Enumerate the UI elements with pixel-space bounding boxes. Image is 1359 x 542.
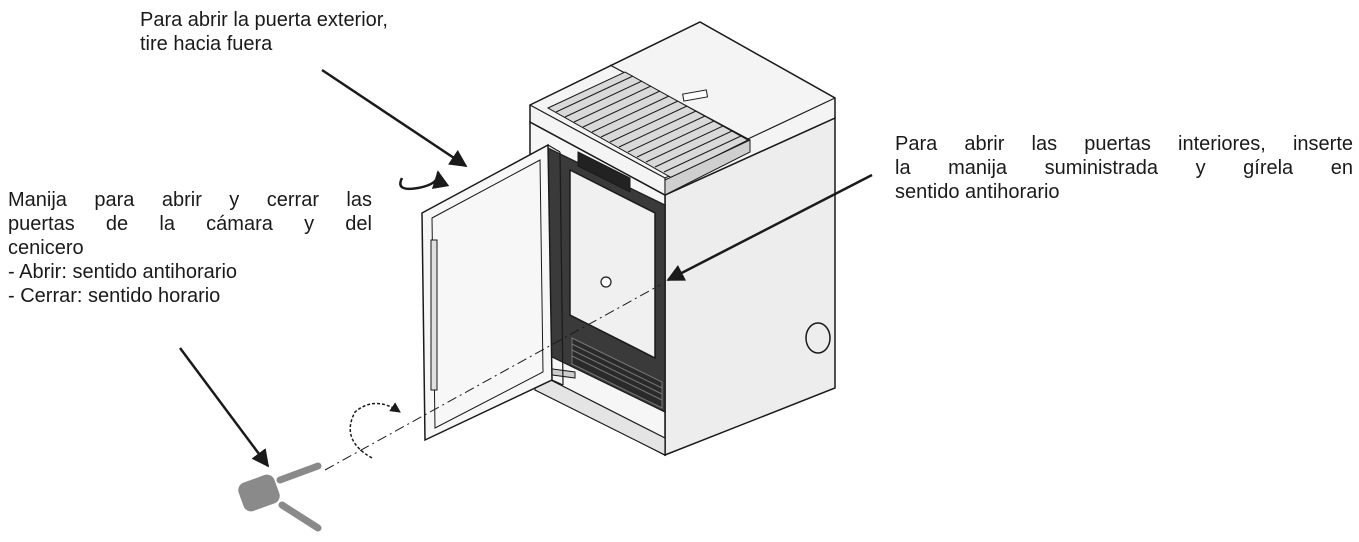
handle-insertion-line: [324, 284, 661, 471]
outer-door-instruction: Para abrir la puerta exterior, tire haci…: [140, 8, 388, 56]
ash-drawer-grille: [571, 337, 663, 409]
side-port-circle: [805, 322, 831, 354]
handle-tool: [238, 462, 322, 532]
inner-door-keyhole: [600, 276, 612, 288]
outer-door-instruction-line2: tire hacia fuera: [140, 33, 273, 55]
handle-instruction-line3: cenicero: [8, 237, 84, 259]
inner-doors-instruction-line1: Para abrir las puertas interiores, inser…: [895, 133, 1353, 155]
handle-instruction-line2: puertas de la cámara y del: [8, 213, 372, 235]
top-slot: [682, 89, 709, 102]
inner-doors-instruction-line3: sentido antihorario: [895, 181, 1060, 203]
arrow-inner-door: [666, 173, 873, 282]
inner-doors-instruction-line2: la manija suministrada y gírela en: [895, 157, 1353, 179]
handle-instruction-line4: - Abrir: sentido antihorario: [8, 261, 238, 283]
inner-chamber-door: [569, 168, 656, 360]
handle-instruction-line5: - Cerrar: sentido horario: [8, 285, 221, 307]
inner-doors-instruction: Para abrir las puertas interiores, inser…: [895, 132, 1353, 204]
handle-instruction-line1: Manija para abrir y cerrar las: [8, 189, 372, 211]
arrow-outer-door: [321, 68, 468, 168]
front-vent: [664, 139, 751, 196]
turn-rotation-arrow: [349, 402, 401, 459]
outer-door-handle: [430, 239, 438, 391]
outer-door: [421, 143, 553, 442]
control-panel: [577, 151, 631, 193]
outer-door-instruction-line1: Para abrir la puerta exterior,: [140, 9, 388, 31]
arrow-handle: [178, 347, 270, 468]
pull-rotation-arrow: [399, 170, 450, 191]
top-grille: [546, 71, 750, 179]
handle-instruction: Manija para abrir y cerrar las puertas d…: [8, 188, 372, 308]
